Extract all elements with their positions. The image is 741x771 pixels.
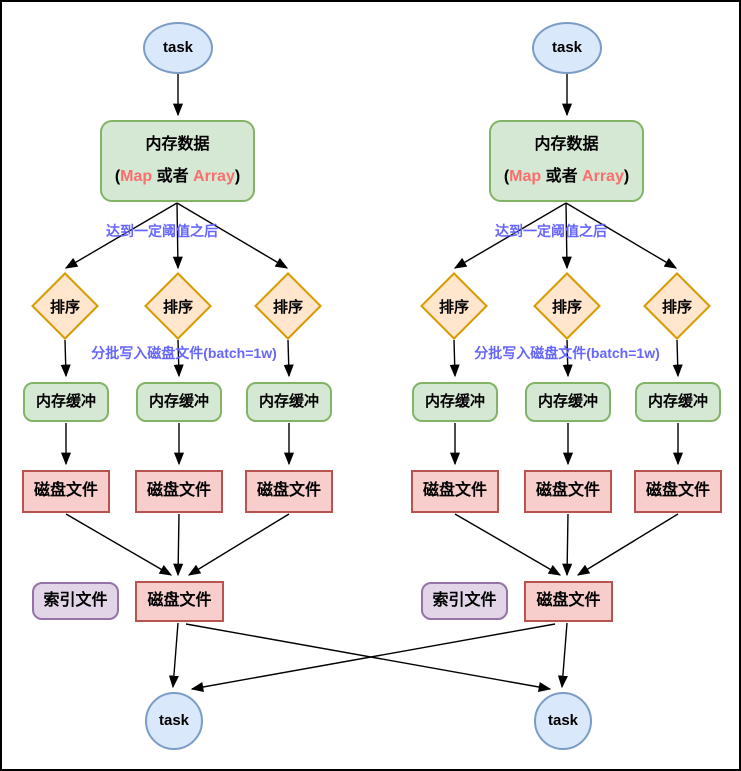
memory-buffer-right-2: 内存缓冲 (525, 382, 611, 422)
disk-file-left-2: 磁盘文件 (135, 470, 223, 513)
sort-diamond-left-2: 排序 (145, 273, 211, 339)
sort-diamond-left-3: 排序 (255, 273, 321, 339)
index-file-node-left: 索引文件 (32, 582, 119, 620)
memory-data-title: 内存数据 (145, 136, 210, 154)
batch-write-annotation-right: 分批写入磁盘文件(batch=1w) (474, 345, 660, 361)
index-file-node-right: 索引文件 (421, 582, 508, 620)
memory-buffer-left-3: 内存缓冲 (246, 382, 332, 422)
merged-disk-file-left: 磁盘文件 (135, 581, 224, 622)
disk-file-left-1: 磁盘文件 (22, 470, 110, 513)
sort-label: 排序 (162, 298, 193, 316)
memory-data-subtitle: (Map 或者 Array) (114, 167, 241, 185)
task-node-top-left: task (143, 22, 213, 74)
disk-file-right-3: 磁盘文件 (634, 470, 722, 513)
sort-label: 排序 (551, 298, 582, 316)
array-highlight: Array (193, 167, 235, 185)
memory-data-node-left: 内存数据 (Map 或者 Array) (100, 120, 255, 202)
memory-data-subtitle: (Map 或者 Array) (503, 167, 630, 185)
memory-buffer-right-1: 内存缓冲 (412, 382, 498, 422)
sort-label: 排序 (49, 298, 80, 316)
threshold-annotation-left: 达到一定阈值之后 (106, 223, 218, 239)
task-node-bottom-right: task (534, 692, 592, 750)
memory-buffer-left-1: 内存缓冲 (23, 382, 109, 422)
disk-file-right-2: 磁盘文件 (524, 470, 612, 513)
sort-diamond-right-2: 排序 (534, 273, 600, 339)
map-highlight: Map (509, 167, 542, 185)
sort-label: 排序 (438, 298, 469, 316)
sort-label: 排序 (661, 298, 692, 316)
memory-data-node-right: 内存数据 (Map 或者 Array) (489, 120, 644, 202)
merged-disk-file-right: 磁盘文件 (524, 581, 613, 622)
sort-diamond-left-1: 排序 (32, 273, 98, 339)
batch-write-annotation-left: 分批写入磁盘文件(batch=1w) (91, 345, 277, 361)
disk-file-left-3: 磁盘文件 (245, 470, 333, 513)
array-highlight: Array (582, 167, 624, 185)
sort-diamond-right-1: 排序 (421, 273, 487, 339)
memory-buffer-right-3: 内存缓冲 (635, 382, 721, 422)
task-node-top-right: task (532, 22, 602, 74)
memory-buffer-left-2: 内存缓冲 (136, 382, 222, 422)
disk-file-right-1: 磁盘文件 (411, 470, 499, 513)
map-highlight: Map (120, 167, 153, 185)
task-node-bottom-left: task (145, 692, 203, 750)
memory-data-title: 内存数据 (534, 136, 599, 154)
sort-label: 排序 (272, 298, 303, 316)
sort-diamond-right-3: 排序 (644, 273, 710, 339)
threshold-annotation-right: 达到一定阈值之后 (495, 223, 607, 239)
